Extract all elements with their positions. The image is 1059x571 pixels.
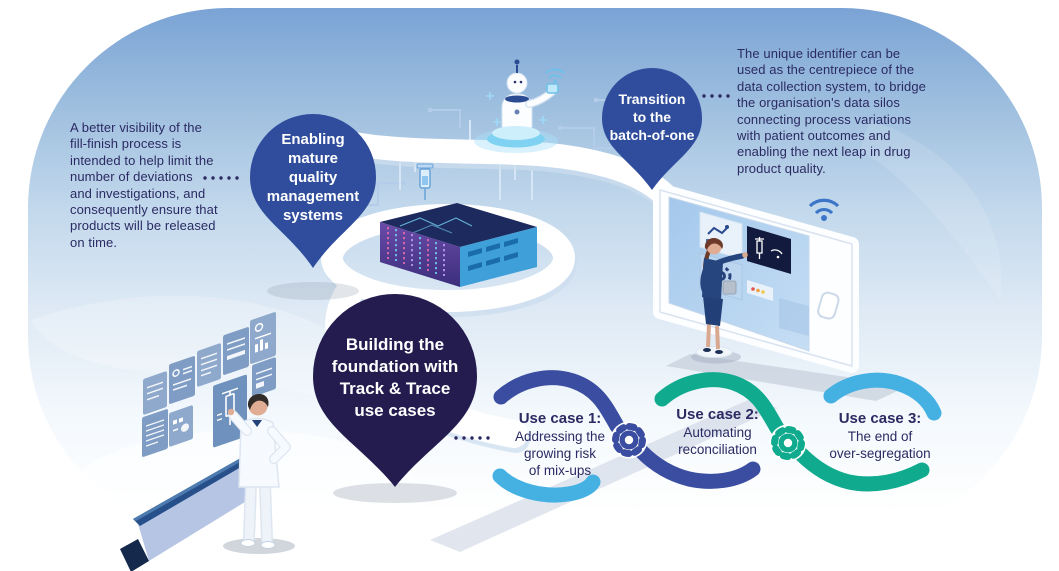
pin-line: batch-of-one xyxy=(609,127,695,143)
use-case-line: growing risk xyxy=(523,446,597,461)
use-case-1: Use case 1: Addressing the growing risk … xyxy=(485,410,635,479)
pin-line: Transition xyxy=(618,91,686,107)
pin-line: foundation with xyxy=(331,357,459,376)
note-line: enabling the next leap in drug xyxy=(737,144,911,160)
pin-line: to the xyxy=(632,109,672,125)
use-case-line: Automating xyxy=(683,425,752,440)
use-case-line: Addressing the xyxy=(514,429,606,444)
home-button xyxy=(817,291,840,320)
note-line: used as the centrepiece of the xyxy=(737,62,915,78)
operator-figure xyxy=(223,394,295,554)
wave-dark-blue xyxy=(493,370,625,434)
pin-line: Enabling xyxy=(281,131,345,148)
pin-line: quality xyxy=(288,169,338,186)
note-line: products will be released xyxy=(70,218,216,234)
server-illustration xyxy=(380,163,537,287)
pin-transition xyxy=(602,68,702,190)
note-line: data collection system, to bridge xyxy=(737,78,927,94)
use-case-line: of mix-ups xyxy=(528,463,592,478)
wifi-icon xyxy=(808,198,840,221)
gear-icon xyxy=(769,424,807,462)
use-case-3: Use case 3: The end of over-segregation xyxy=(795,410,965,462)
operator-scene xyxy=(67,312,423,571)
wave-light-blue xyxy=(492,468,601,503)
screen-panel-syringe xyxy=(747,226,791,274)
note-line: and investigations, and xyxy=(70,185,206,201)
pin-enabling xyxy=(250,114,376,268)
pin-building xyxy=(313,293,478,487)
use-case-title: Use case 2: xyxy=(676,406,759,423)
pin-enabling-label: Enabling mature quality management syste… xyxy=(243,130,383,225)
woman-figure xyxy=(691,238,748,364)
pin-line: systems xyxy=(282,207,344,224)
screen-panel-status xyxy=(747,280,773,301)
pin-line: Track & Trace xyxy=(339,379,451,398)
note-line: consequently ensure that xyxy=(70,202,218,218)
note-line: number of deviations xyxy=(70,169,193,185)
hologram-item xyxy=(546,83,559,94)
use-case-title: Use case 3: xyxy=(838,410,922,427)
note-line: with patient outcomes and xyxy=(737,128,891,144)
note-line: fill-finish process is xyxy=(70,136,182,152)
pin-line: management xyxy=(266,188,360,205)
note-line: connecting process variations xyxy=(737,111,912,127)
wave-teal xyxy=(654,372,785,436)
note-line: the organisation's data silos xyxy=(737,95,900,111)
pin-line: Building the xyxy=(345,335,445,354)
sparkles xyxy=(486,92,547,126)
pin-transition-label: Transition to the batch-of-one xyxy=(592,90,712,144)
robot-illustration xyxy=(474,59,565,153)
note-line: The unique identifier can be xyxy=(737,46,901,61)
map-pins xyxy=(250,68,702,503)
note-line: on time. xyxy=(70,234,118,250)
wifi-icon xyxy=(545,68,565,83)
use-case-title: Use case 1: xyxy=(518,410,602,427)
left-annotation: A better visibility of the fill-finish p… xyxy=(70,120,218,251)
right-annotation: The unique identifier can be used as the… xyxy=(737,46,926,177)
use-case-line: reconciliation xyxy=(678,442,757,457)
note-line: A better visibility of the xyxy=(70,120,202,135)
note-line: intended to help limit the xyxy=(70,152,214,168)
dotted-connectors xyxy=(203,94,730,440)
use-case-line: The end of xyxy=(847,429,913,444)
pin-building-label: Building the foundation with Track & Tra… xyxy=(312,334,478,422)
use-case-2: Use case 2: Automating reconciliation xyxy=(645,406,790,458)
pin-line: mature xyxy=(287,150,339,167)
use-case-line: over-segregation xyxy=(829,446,931,461)
use-case-waves xyxy=(492,370,942,503)
gear-icon xyxy=(610,421,648,459)
dashboard-cards xyxy=(142,312,276,457)
syringe-icon xyxy=(416,163,434,200)
note-line: product quality. xyxy=(737,160,826,176)
pin-line: use cases xyxy=(354,401,436,420)
tablet-illustration xyxy=(653,183,908,401)
